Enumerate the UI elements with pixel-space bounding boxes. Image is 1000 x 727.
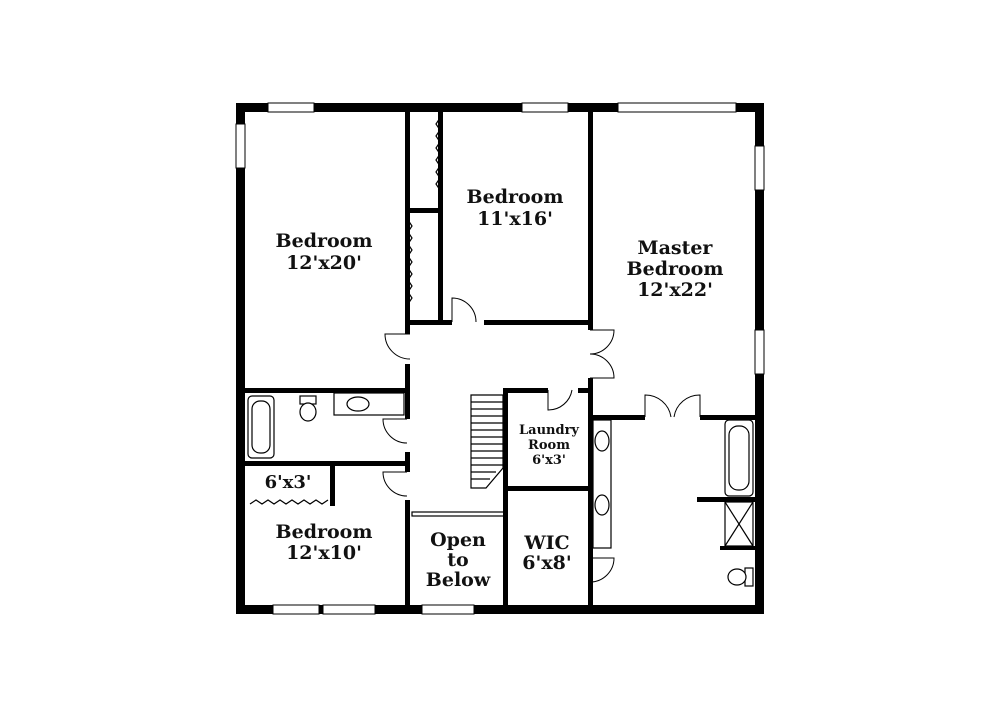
open-below-line2: to [447,549,468,571]
stairs [470,394,504,489]
room-labels: Bedroom 12'x20' Bedroom 11'x16' Master B… [265,186,724,591]
open-below-line1: Open [430,529,486,551]
bedroom-sw-size: 12'x10' [286,542,362,564]
master-line1: Master [638,237,714,259]
bedroom-n-name: Bedroom [467,186,564,208]
laundry-line1: Laundry [519,423,579,438]
windows [235,102,765,615]
master-line2: Bedroom [627,258,724,280]
laundry-line2: Room [528,438,570,453]
wic-name: WIC [523,532,569,554]
bedroom-nw-name: Bedroom [276,230,373,252]
bedroom-n-size: 11'x16' [477,208,553,230]
laundry-size: 6'x3' [532,453,566,468]
bedroom-nw-size: 12'x20' [286,252,362,274]
master-size: 12'x22' [637,279,713,301]
interior-walls [245,112,755,605]
closet-small-size: 6'x3' [265,472,312,493]
bedroom-sw-name: Bedroom [276,521,373,543]
open-below-line3: Below [426,569,491,591]
closet-doors [249,117,441,505]
doors [382,297,701,583]
fixtures [247,392,754,587]
wic-size: 6'x8' [522,552,571,574]
